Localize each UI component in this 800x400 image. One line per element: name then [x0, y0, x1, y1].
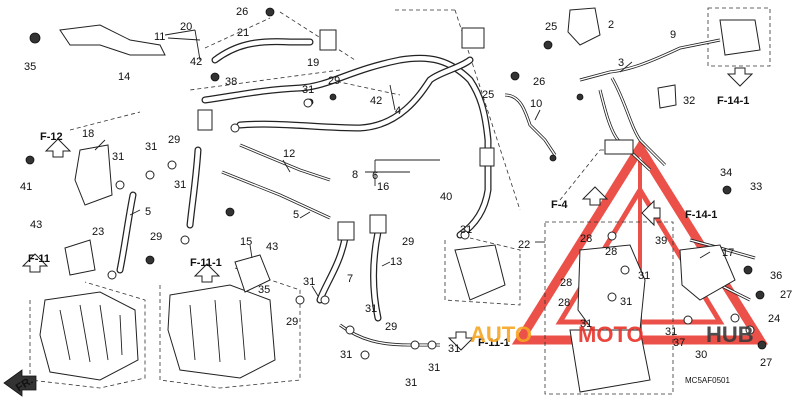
- callout: 10: [530, 98, 542, 110]
- callout: 15: [240, 236, 252, 248]
- callout: 35: [258, 284, 270, 296]
- callout: 28: [560, 277, 572, 289]
- components: [25, 7, 767, 393]
- callout: 42: [370, 95, 382, 107]
- callout: 22: [518, 239, 530, 251]
- callout: 31: [665, 326, 677, 338]
- callout: 23: [92, 226, 104, 238]
- callout: 29: [286, 316, 298, 328]
- ref-label: F-11-1: [190, 257, 222, 269]
- callout: 6: [372, 170, 378, 182]
- callout: 28: [580, 233, 592, 245]
- callout: 16: [377, 181, 389, 193]
- callout: 30: [695, 349, 707, 361]
- callout: 7: [347, 273, 353, 285]
- callout: 43: [266, 241, 278, 253]
- callout: 24: [768, 313, 780, 325]
- callout: 11: [154, 31, 165, 43]
- ref-label: F-14-1: [685, 209, 717, 221]
- callout: 12: [283, 148, 295, 160]
- callout: 28: [605, 246, 617, 258]
- callout: 26: [533, 76, 545, 88]
- watermark-text: AUTO MOTO HUB: [470, 322, 754, 347]
- callout: 31: [145, 141, 157, 153]
- callout-labels: 35 14 11 20 26 21 42 38 31 19 29 42 4 25…: [14, 6, 792, 394]
- leader-lines: [94, 29, 711, 297]
- callout: 5: [293, 209, 299, 221]
- callout: 25: [482, 89, 494, 101]
- figure-code: MC5AF0501: [685, 376, 730, 385]
- callout: 14: [118, 71, 130, 83]
- ref-label: F-4: [551, 199, 568, 211]
- callout: 40: [440, 191, 452, 203]
- callout: 35: [24, 61, 36, 73]
- callout: 38: [225, 76, 237, 88]
- callout: 34: [720, 167, 732, 179]
- callout: 17: [722, 247, 734, 259]
- callout: 41: [20, 181, 32, 193]
- callout: 39: [655, 235, 667, 247]
- callout: 27: [760, 357, 772, 369]
- callout: 43: [30, 219, 42, 231]
- callout: 36: [770, 270, 782, 282]
- callout: 21: [237, 27, 249, 39]
- callout: 31: [174, 179, 186, 191]
- callout: 37: [673, 337, 685, 349]
- callout: 32: [683, 95, 695, 107]
- ref-label: F-12: [40, 131, 63, 143]
- callout: 19: [307, 57, 319, 69]
- callout: 33: [750, 181, 762, 193]
- watermark-part3: HUB: [706, 322, 754, 347]
- callout: 20: [180, 21, 192, 33]
- callout: 9: [670, 29, 676, 41]
- callout: 31: [638, 270, 650, 282]
- callout: 31: [112, 151, 124, 163]
- callout: 29: [168, 134, 180, 146]
- callout: 2: [608, 19, 614, 31]
- callout: 29: [385, 321, 397, 333]
- callout: 27: [780, 289, 792, 301]
- callout: 31: [303, 276, 315, 288]
- callout: 29: [402, 236, 414, 248]
- ref-label: F-11-1: [478, 337, 510, 349]
- brake-hoses: [116, 38, 756, 347]
- callout: 29: [328, 75, 340, 87]
- callout: 18: [82, 128, 94, 140]
- callout: 3: [618, 57, 624, 69]
- callout: 42: [190, 56, 202, 68]
- watermark-part1: AUTO: [470, 322, 532, 347]
- callout: 31: [340, 349, 352, 361]
- callout: 31: [365, 303, 377, 315]
- watermark-part2: MOTO: [578, 322, 644, 347]
- ref-arrows: [3, 67, 754, 397]
- callout: 8: [352, 169, 358, 181]
- callout: 28: [558, 297, 570, 309]
- callout: 4: [395, 105, 401, 117]
- ref-label: F-14-1: [717, 95, 749, 107]
- callout: 31: [448, 343, 460, 355]
- callout: 31: [460, 224, 472, 236]
- callout: 31: [428, 362, 440, 374]
- callout: 26: [236, 6, 248, 18]
- callout: 5: [145, 206, 151, 218]
- callout: 31: [580, 318, 592, 330]
- callout: 31: [405, 377, 417, 389]
- callout: 31: [302, 84, 314, 96]
- callout: 25: [545, 21, 557, 33]
- callout: 31: [620, 296, 632, 308]
- callout: 29: [150, 231, 162, 243]
- callout: 13: [390, 256, 402, 268]
- ref-label: F-11: [28, 253, 50, 265]
